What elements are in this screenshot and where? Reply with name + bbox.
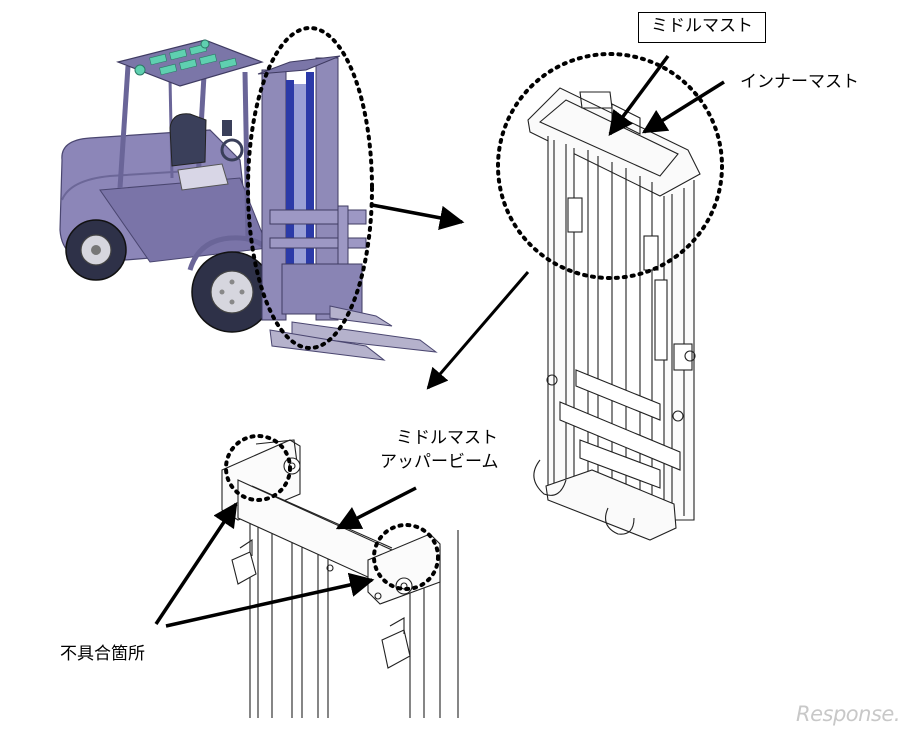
- mast-assembly-illustration: [527, 87, 701, 541]
- arrow-inner-mast: [641, 80, 725, 134]
- arrow-defect-left: [154, 501, 238, 625]
- arrow-defect-right: [165, 572, 375, 628]
- forklift-mast: [257, 55, 438, 361]
- watermark-text: Response.: [796, 702, 900, 726]
- upper-beam-label-line2: アッパービーム: [380, 452, 499, 472]
- arrow-to-detail: [426, 271, 530, 390]
- middle-mast-label: ミドルマスト: [638, 12, 766, 44]
- upper-beam-detail-illustration: [221, 439, 459, 718]
- arrow-to-mast-assembly: [371, 203, 465, 230]
- defect-highlight-left: [224, 434, 292, 502]
- response-watermark: Response.: [796, 702, 900, 726]
- forklift-illustration: [59, 39, 281, 333]
- forklift-mast-highlight: [246, 26, 374, 350]
- inner-mast-label: インナーマスト: [740, 72, 859, 92]
- arrow-middle-mast: [608, 54, 670, 136]
- defect-location-label: 不具合箇所: [60, 644, 145, 664]
- upper-beam-label-line1: ミドルマスト: [396, 428, 498, 448]
- arrow-upper-beam: [335, 486, 417, 530]
- defect-highlight-right: [372, 523, 440, 591]
- mast-top-highlight: [496, 52, 724, 280]
